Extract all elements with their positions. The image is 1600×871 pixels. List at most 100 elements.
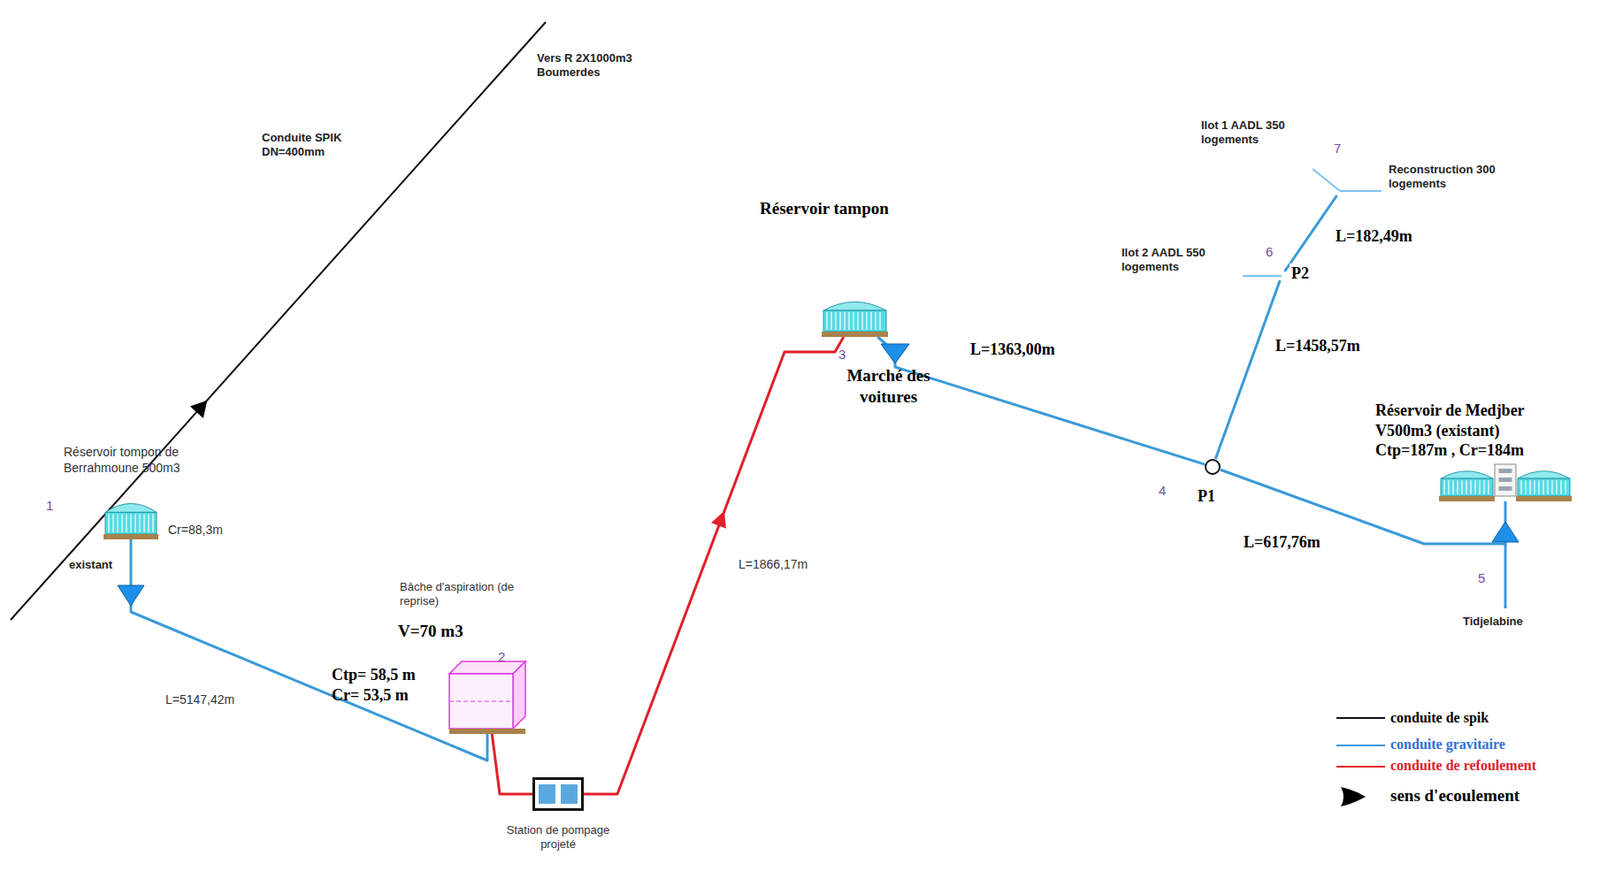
tank-dome (823, 301, 887, 311)
flow-arrow (711, 508, 732, 529)
tank-stripe (1538, 480, 1539, 495)
node-label: Tidjelabine (1462, 614, 1524, 629)
tank-base (103, 534, 159, 540)
flow-arrow (190, 394, 215, 419)
tank-stripe (1483, 480, 1485, 495)
legend-sample (1336, 744, 1386, 747)
tank-stripe (134, 513, 136, 533)
node-label: P1 (1197, 486, 1216, 507)
tank-stripe (1533, 480, 1535, 495)
junction-circle (1205, 459, 1220, 475)
tank-stripe (116, 513, 118, 533)
tank-stripe (1542, 480, 1544, 495)
pipe-length: L=1458,57m (1273, 336, 1363, 357)
branch-pipe (1504, 543, 1508, 609)
tank-stripe (857, 312, 858, 330)
tank-stripe (1465, 480, 1467, 495)
node-outline (1204, 459, 1221, 475)
annotation: Ilot 1 AADL 350 logements (1201, 118, 1306, 148)
node-outline (1277, 271, 1287, 281)
pipe-connector (130, 539, 488, 761)
tank-stripe (843, 312, 845, 330)
annotation: Conduite SPIK DN=400mm (261, 130, 361, 161)
tank-stripe (1469, 480, 1471, 495)
tank-stripe (147, 513, 149, 533)
node-cube: 2Bâche d'aspiration (de reprise)V=70 m3C… (449, 661, 526, 735)
callout-number: 4 (1158, 482, 1166, 500)
building-window (1499, 468, 1513, 474)
tank-stripe (125, 513, 127, 533)
cube-side (512, 661, 526, 729)
node-outline (532, 777, 584, 812)
pipe-length: L=182,49m (1333, 226, 1415, 247)
branch-pipe (1339, 190, 1382, 192)
station-frame (534, 779, 583, 811)
tank-stripe (107, 513, 109, 533)
node-label: Réservoir de Medjber V500m3 (existant) C… (1375, 400, 1546, 461)
tank-body (823, 310, 887, 332)
node-label: Station de pompage projeté (496, 823, 621, 853)
tank-stripe (830, 312, 832, 330)
cube-base (449, 728, 526, 735)
legend-sample (1340, 787, 1366, 807)
water-level (449, 701, 513, 703)
tank-body (1517, 478, 1570, 497)
pump-cell (560, 784, 578, 804)
callout-number: 1 (45, 497, 54, 515)
branch-pipe (1242, 275, 1282, 277)
building (1494, 464, 1516, 497)
tank-stripe (152, 513, 154, 533)
tank-stripe (1487, 480, 1489, 495)
tank-stripe (121, 513, 123, 533)
legend-sample (1336, 717, 1386, 720)
tank-stripe (1478, 480, 1480, 495)
tank-stripe (138, 513, 140, 533)
tank-stripe (1474, 480, 1476, 495)
node-label: Bâche d'aspiration (de reprise) (399, 580, 524, 610)
tank-stripe (130, 513, 131, 533)
node-tank: 1Réservoir tompon de Berrahmoune 500m3Cr… (103, 499, 159, 540)
tank-stripe (1564, 480, 1566, 495)
tank-stripe (1546, 480, 1548, 495)
node-dot: 6P2 (1277, 271, 1287, 281)
tank-stripe (112, 513, 114, 533)
flow-arrow (1492, 521, 1519, 543)
callout-number: 3 (838, 346, 846, 364)
tank-stripe (874, 312, 876, 330)
node-outline (1335, 186, 1345, 196)
tank-stripe (1456, 480, 1458, 495)
tank-stripe (1560, 480, 1562, 495)
node-outline (103, 499, 159, 540)
tank-stripe (865, 312, 867, 330)
node-circle: 4P1 (1204, 459, 1221, 475)
tank-stripe (1443, 480, 1445, 495)
annotation: Reconstruction 300 logements (1388, 162, 1499, 192)
callout-number: 5 (1477, 570, 1486, 588)
tank-stripe (861, 312, 863, 330)
tank-dome (1517, 471, 1570, 479)
node-outline (821, 298, 889, 337)
pipe-length: L=1363,00m (968, 339, 1057, 360)
legend-sample (1336, 765, 1386, 768)
tank-stripe (879, 312, 881, 330)
tank-body (105, 512, 157, 535)
pipe-connector (1284, 195, 1337, 272)
spik-pipe (10, 22, 546, 621)
branch-pipe (1312, 168, 1340, 192)
tank-stripe (1447, 480, 1449, 495)
node-label: Réservoir tampon (759, 198, 889, 220)
tank-stripe (1555, 480, 1557, 495)
tank-stripe (1520, 480, 1522, 495)
tank-stripe (1461, 480, 1463, 495)
tank-stripe (839, 312, 841, 330)
tank-dome (105, 504, 157, 513)
tank-stripe (1524, 480, 1526, 495)
pipe-connector (491, 734, 533, 795)
pipe-length: L=5147,42m (163, 692, 237, 709)
tank-base (1439, 496, 1495, 502)
tank-dome (1440, 471, 1493, 479)
node-station: Station de pompage projeté (532, 777, 584, 812)
